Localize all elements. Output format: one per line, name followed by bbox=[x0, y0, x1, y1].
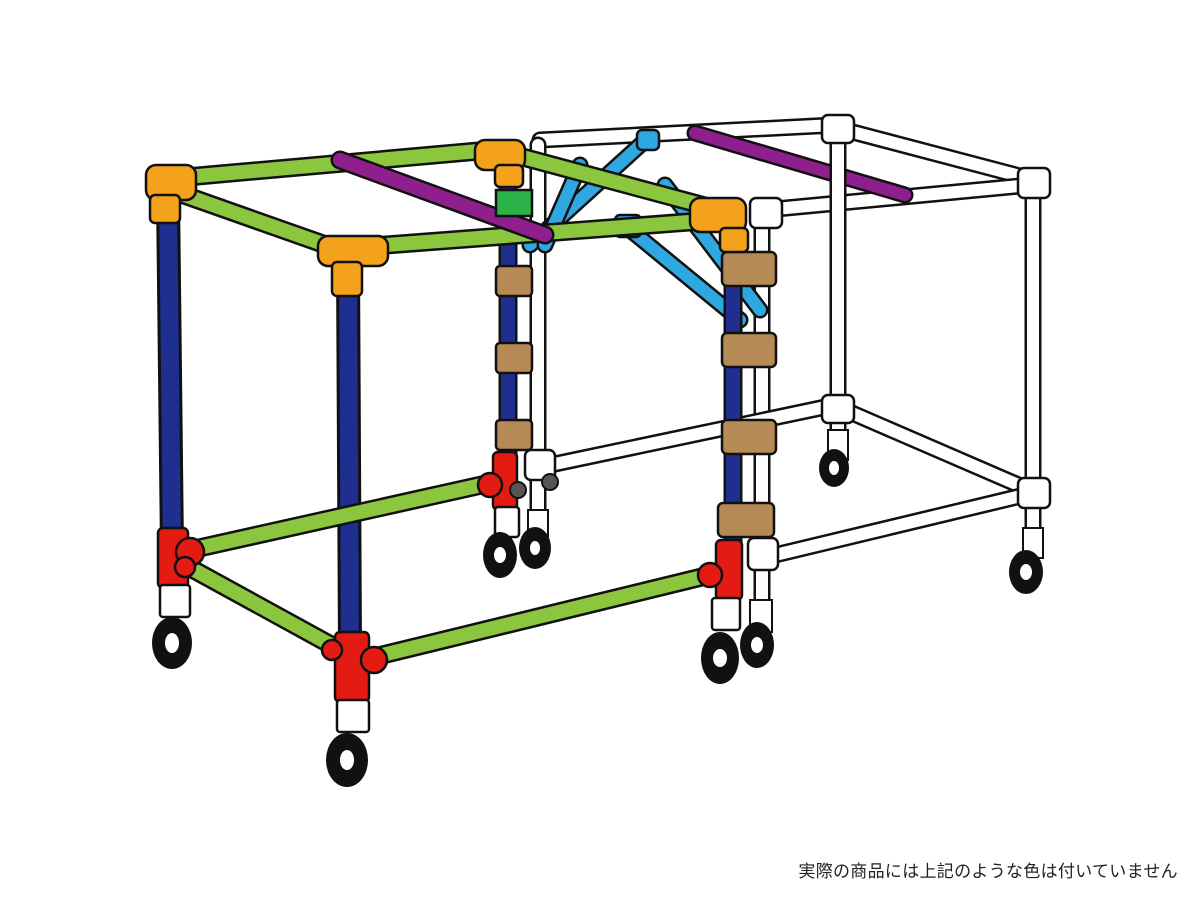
orange-corner-joint bbox=[688, 196, 750, 254]
clamp-band bbox=[716, 501, 776, 539]
colored-frame bbox=[144, 138, 778, 787]
clamp-band bbox=[494, 341, 534, 375]
red-tee-joint bbox=[476, 450, 527, 512]
white-joint bbox=[1016, 166, 1052, 200]
caster bbox=[152, 583, 192, 669]
clamp-band bbox=[720, 418, 778, 456]
white-joint bbox=[746, 536, 780, 572]
white-joint bbox=[820, 113, 856, 145]
red-tee-joint bbox=[320, 630, 389, 704]
white-joint bbox=[1016, 476, 1052, 510]
disclaimer-caption: 実際の商品には上記のような色は付いていません bbox=[798, 862, 1178, 882]
clamp-band bbox=[494, 264, 534, 298]
clamp-band bbox=[494, 418, 534, 452]
red-tee-joint bbox=[541, 473, 744, 602]
caster bbox=[483, 505, 521, 578]
white-joint bbox=[748, 196, 784, 230]
orange-corner-joint bbox=[473, 138, 527, 189]
white-joint bbox=[523, 448, 557, 482]
clamp-band bbox=[720, 250, 778, 288]
orange-corner-joint bbox=[144, 163, 198, 225]
clamp-band bbox=[720, 331, 778, 369]
spacer-block bbox=[494, 188, 534, 218]
caster bbox=[701, 596, 742, 684]
white-frame bbox=[519, 113, 1052, 668]
orange-corner-joint bbox=[316, 234, 390, 298]
white-joint bbox=[820, 393, 856, 425]
caster bbox=[326, 698, 371, 787]
